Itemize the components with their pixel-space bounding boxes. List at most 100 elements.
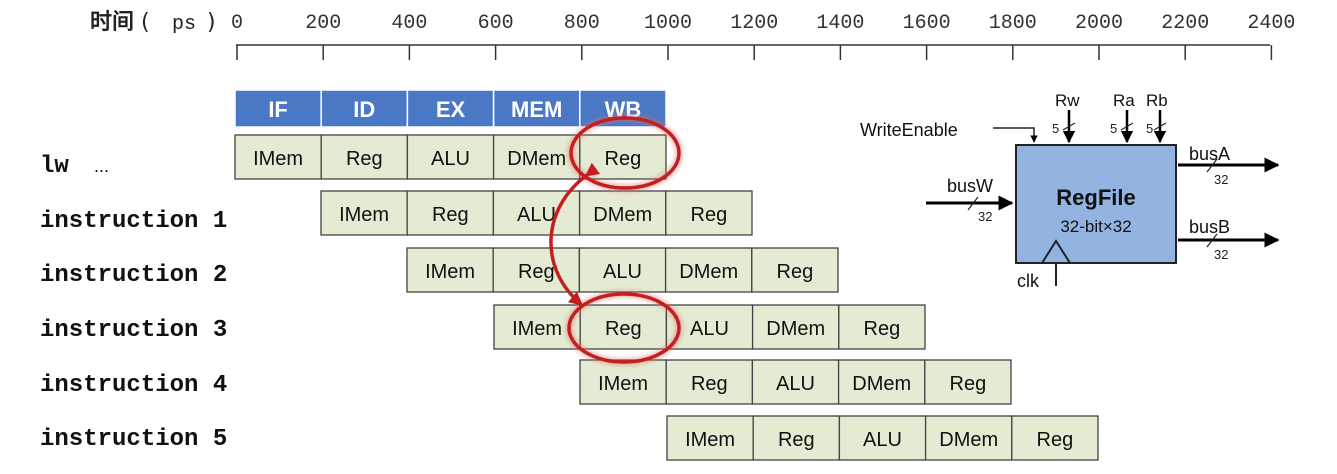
stage-cell-label: DMem (593, 204, 652, 226)
clk-triangle-icon (1041, 239, 1071, 264)
stage-cell-label: DMem (852, 373, 911, 395)
instruction-label: instruction 1 (40, 208, 227, 235)
axis-tick-label: 200 (305, 12, 341, 35)
stage-cell (579, 359, 667, 405)
stage-cell-label: ALU (776, 373, 815, 395)
busw-label: busW (947, 176, 993, 196)
regfile-subtitle: 32-bit×32 (1060, 217, 1131, 236)
axis-tick-label: 800 (564, 12, 600, 35)
stage-cell-label: Reg (1037, 429, 1074, 451)
instruction-labels: lw... instruction 1 instruction 2 instructi… (40, 153, 227, 453)
stage-cell-label: ALU (517, 204, 556, 226)
regfile-title: RegFile (1056, 185, 1135, 210)
instruction-label: lw (40, 153, 69, 180)
id-reg-highlight (567, 292, 681, 364)
stage-cell (1011, 415, 1099, 461)
busw-width: 32 (978, 209, 992, 224)
instruction-label: instruction 2 (40, 262, 227, 289)
stage-cell-label: Reg (346, 148, 383, 170)
stage-cell-label: IMem (598, 373, 648, 395)
instruction-label: instruction 5 (40, 426, 227, 453)
pipeline-row: IMem Reg ALU DMem Reg (666, 415, 1099, 461)
axis-tick-label: 2400 (1247, 12, 1295, 35)
busw-slash (967, 196, 979, 211)
pipeline-row: IMem Reg ALU DMem Reg (234, 134, 667, 180)
stage-cell-label: ALU (431, 148, 470, 170)
stage-cell-label: Reg (950, 373, 987, 395)
stage-cell-label: Reg (777, 261, 814, 283)
stage-cell-label: ALU (603, 261, 642, 283)
axis-label-unit: ps (172, 13, 196, 36)
instruction-label: instruction 4 (40, 372, 227, 399)
write-enable-wire (993, 127, 1038, 143)
stage-cell-label: DMem (679, 261, 738, 283)
axis-tick-label: 1000 (644, 12, 692, 35)
rw-width: 5 (1052, 121, 1059, 136)
busa-slash (1206, 158, 1218, 173)
axis-tick-label: 1200 (730, 12, 778, 35)
axis-tick-label: 1800 (989, 12, 1037, 35)
stage-header-cell (320, 89, 409, 128)
stage-cell (665, 190, 753, 236)
pipeline-row: IMem Reg ALU DMem Reg (320, 190, 753, 236)
axis-tick-label: 2000 (1075, 12, 1123, 35)
stage-header-label: IF (268, 97, 288, 122)
stage-header-label: EX (436, 97, 466, 122)
stage-cell (492, 134, 581, 180)
busa-width: 32 (1214, 172, 1228, 187)
stage-cell-label: DMem (766, 318, 825, 340)
regfile-block: RegFile 32-bit×32 clk WriteEnable Rw 5 R… (860, 91, 1280, 291)
stage-cell-label: Reg (605, 318, 642, 340)
stage-cell (666, 415, 754, 461)
stage-cell (752, 415, 841, 461)
rw-label: Rw (1055, 91, 1080, 110)
stage-cell-label: DMem (939, 429, 998, 451)
busb-label: busB (1189, 217, 1230, 237)
stage-cell (664, 247, 753, 293)
stage-header-label: ID (353, 97, 375, 122)
stage-cell (406, 247, 494, 293)
busb-width: 32 (1214, 247, 1228, 262)
stage-cell-label: DMem (507, 148, 566, 170)
stage-cell (751, 359, 840, 405)
stage-cell (406, 134, 495, 180)
stage-cell-label: IMem (253, 148, 303, 170)
ra-width: 5 (1110, 121, 1117, 136)
stage-cell-label: Reg (691, 373, 728, 395)
stage-cell-label: IMem (339, 204, 389, 226)
axis-label-open: ( (141, 10, 150, 35)
busa-label: busA (1189, 144, 1230, 164)
stage-cell (838, 304, 926, 350)
stage-cell-label: ALU (863, 429, 902, 451)
axis-tick-label: 0 (231, 12, 243, 35)
stage-cell-label: Reg (864, 318, 901, 340)
stage-cell (924, 359, 1012, 405)
stage-header-cell (492, 89, 581, 128)
stage-cell-label: Reg (778, 429, 815, 451)
stage-cell (234, 134, 322, 180)
axis-tick-label: 400 (391, 12, 427, 35)
stage-cell-label: Reg (691, 204, 728, 226)
stage-cell-label: IMem (425, 261, 475, 283)
busb-slash (1206, 233, 1218, 248)
pipeline-row: IMem Reg ALU DMem Reg (579, 359, 1012, 405)
stage-cell (837, 359, 926, 405)
stage-cell-label: IMem (685, 429, 735, 451)
instruction-label-suffix: ... (94, 156, 109, 176)
clk-label: clk (1017, 271, 1040, 291)
stage-cell-label: Reg (432, 204, 469, 226)
stage-cell (751, 304, 840, 350)
axis-label-cn: 时间 (90, 10, 134, 35)
axis-label-close: ) (207, 10, 216, 35)
stage-cell-label: Reg (605, 148, 642, 170)
stage-cell (579, 304, 668, 350)
forward-arrow (549, 162, 601, 306)
rw-slash (1062, 122, 1076, 131)
rb-slash (1153, 122, 1167, 131)
regfile-box (1015, 144, 1177, 264)
